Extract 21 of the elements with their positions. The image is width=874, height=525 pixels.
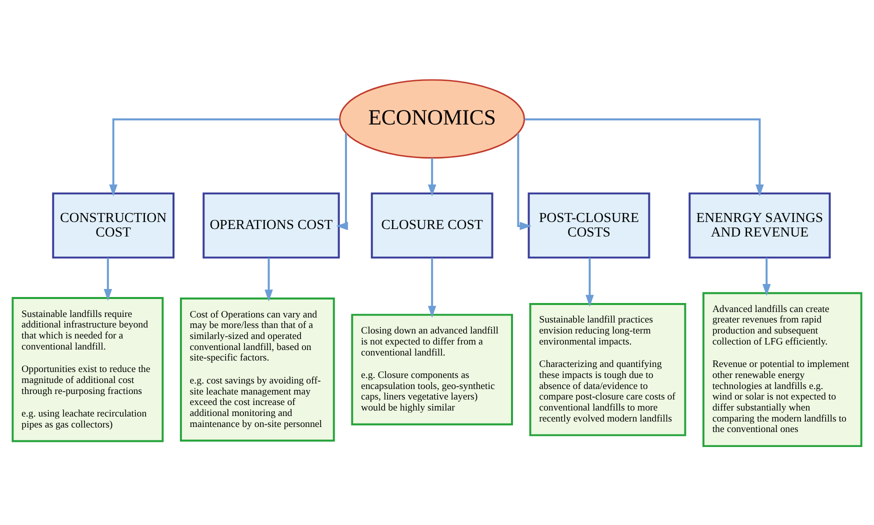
arrow <box>264 257 273 301</box>
node-box: Sustainable landfill practices envision reducing long-term environmental impacts. Characterizing and quantifying these impacts is tough due to absence of data/evidence to compare post-closure care costs of conventional landfills to more recently evolved modern landfills <box>529 302 686 436</box>
node-box: Sustainable landfills require additional infrastructure beyond that which is needed for a conventional landfill. Opportunities exist to reduce the magnitude of additional cost through re-purposing fractions e.g. using leachate recirculation pipes as gas collectors) <box>12 296 164 442</box>
arrow <box>428 257 436 318</box>
node-box: Advanced landfills can create greater revenues from rapid production and subsequent collection of LFG efficiently. Revenue or potential to implement other renewable energy technologies at landfills e.g. wind or solar is not expected to differ substantially when comparing the modern landfills to the conventional ones <box>702 292 862 447</box>
arrow <box>586 257 594 306</box>
node-box: Cost of Operations can vary and may be more/less than that of a similarly-sized and operated conventional landfill, based on site-specific factors. e.g. cost savings by avoiding off-site leachate management may exceed the cost increase of additional monitoring and maintenance by on-site personnel <box>180 297 335 442</box>
arrow <box>104 257 112 300</box>
node-box: Closing down an advanced landfill is not expected to differ from a conventional landfill. e.g. Closure components as encapsulation tools, geo-synthetic caps, liners vegetative layers) would be highly similar <box>351 313 513 425</box>
arrow <box>109 118 340 196</box>
node-ellipse: ECONOMICS <box>339 78 526 158</box>
arrow <box>428 158 436 196</box>
node-box: OPERATIONS COST <box>202 192 340 258</box>
node-box: ENENRGY SAVINGS AND REVENUE <box>688 192 831 258</box>
arrow <box>517 132 532 230</box>
node-box: POST-CLOSURE COSTS <box>528 192 650 258</box>
node-box: CLOSURE COST <box>370 192 494 258</box>
arrow <box>524 118 764 196</box>
arrow <box>762 257 771 296</box>
node-box: CONSTRUCTION COST <box>52 192 174 258</box>
arrow <box>336 132 348 230</box>
